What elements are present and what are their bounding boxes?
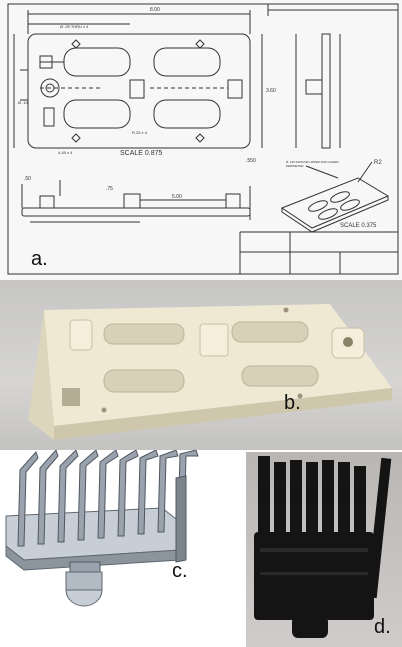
dim-overall-width: 8.00 bbox=[150, 7, 160, 13]
dim-3: .50 bbox=[24, 176, 31, 182]
panel-b-printed-plate-photo: b. bbox=[0, 280, 402, 450]
note-tapped: 4-40 x 4 bbox=[58, 150, 73, 155]
black-part-drawing bbox=[254, 456, 392, 638]
panel-a-technical-drawing: 8.00 3.60 .75 5.00 .50 .550 SCALE 0.875 … bbox=[0, 0, 402, 280]
render-drawing bbox=[5, 450, 199, 607]
drawing-scale-main: SCALE 0.875 bbox=[120, 150, 163, 157]
note-thru-holes: Ø .25 THRU x 4 bbox=[60, 24, 89, 29]
dim-4: .550 bbox=[246, 158, 256, 164]
panel-d-black-part-photo: d. bbox=[246, 452, 402, 647]
plate-photo-drawing bbox=[28, 304, 392, 440]
dim-overall-height: 3.60 bbox=[266, 88, 276, 94]
panel-a-label: a. bbox=[31, 248, 48, 270]
panel-c-render: c. bbox=[0, 450, 240, 647]
note-radius: R.25 x 4 bbox=[132, 130, 147, 135]
drawing-lines: 8.00 3.60 .75 5.00 .50 .550 bbox=[7, 3, 399, 275]
note-perimeter: Ø .125 AROUND UPPER AND LOWER PERIMETER bbox=[286, 160, 339, 168]
panel-d-label: d. bbox=[374, 616, 391, 638]
dim-1: .75 bbox=[106, 186, 113, 192]
note-small-hole: Ø .10 bbox=[18, 100, 28, 105]
drawing-scale-iso: SCALE 0.375 bbox=[340, 223, 377, 229]
panel-c-label: c. bbox=[172, 560, 188, 582]
panel-b-label: b. bbox=[284, 392, 301, 414]
note-r2: R2 bbox=[374, 160, 382, 166]
dim-2: 5.00 bbox=[172, 194, 182, 200]
